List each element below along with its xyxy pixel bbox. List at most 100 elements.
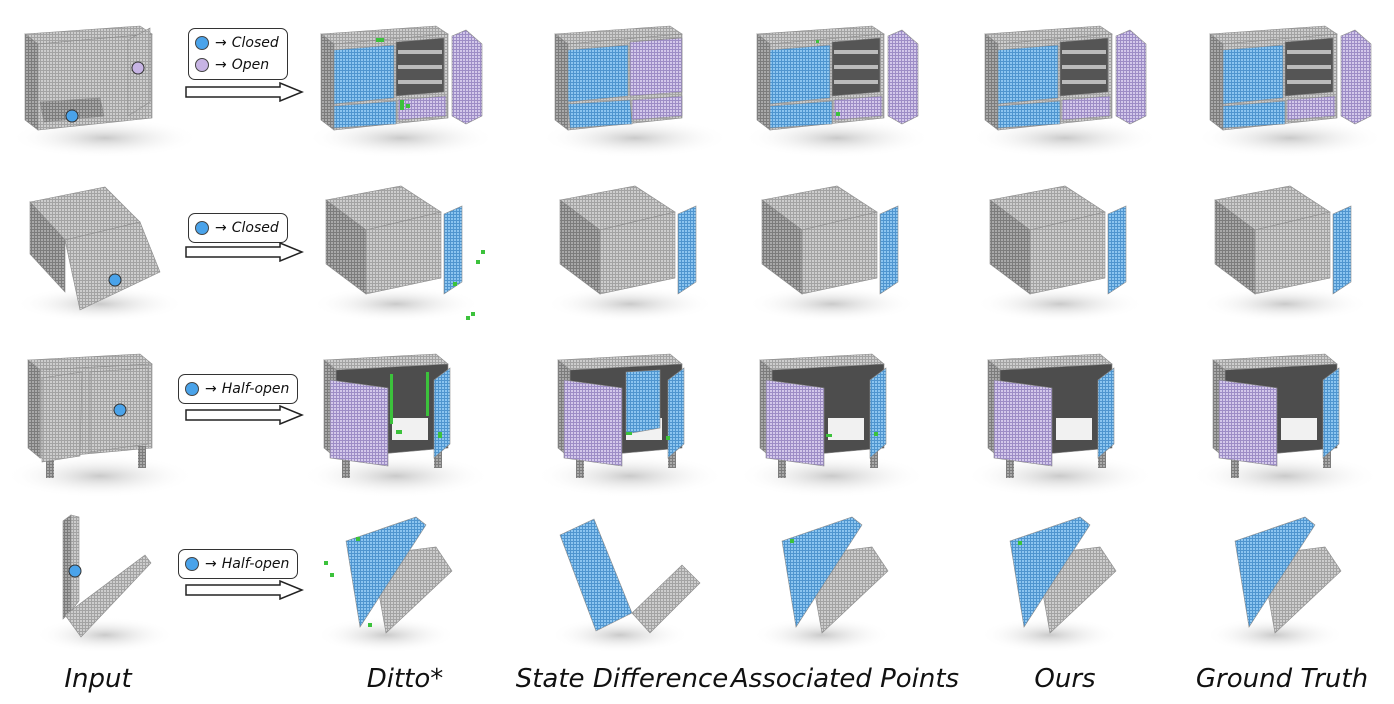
two-door-cabinet-render: [1190, 353, 1380, 498]
gap: [1281, 418, 1317, 440]
leg: [668, 446, 676, 468]
purple-drawer: [833, 95, 883, 121]
error-point: [368, 623, 372, 627]
cabinet-render: [1195, 25, 1385, 158]
instruction-label: Half-open: [221, 556, 290, 572]
error-point: [438, 432, 442, 438]
lid-blue: [1107, 205, 1127, 295]
leg: [1323, 446, 1331, 468]
box-render: [747, 185, 917, 322]
shadow: [980, 617, 1120, 653]
blue-marker-icon: [185, 382, 199, 396]
cabinet-render: [970, 25, 1160, 158]
shelf: [1287, 65, 1331, 69]
lid-blue: [879, 205, 899, 295]
blue-panel: [567, 44, 629, 103]
base: [64, 554, 152, 638]
gap: [392, 418, 428, 440]
blue-panel: [333, 44, 395, 105]
arrow-icon: →: [215, 220, 227, 236]
screen-blue: [1234, 516, 1316, 628]
shelf: [398, 50, 442, 54]
hollow-arrow-icon: [185, 405, 304, 425]
blue-panel: [997, 44, 1059, 105]
right-door: [869, 367, 887, 459]
drawer-panel: [769, 100, 833, 129]
lid-blue: [1332, 205, 1352, 295]
arrow-icon: →: [215, 35, 227, 51]
leg: [1098, 446, 1106, 468]
instruction-box-row2: → Closed: [188, 213, 288, 243]
box-front: [1254, 211, 1331, 295]
shadow: [5, 454, 195, 498]
error-point: [453, 282, 457, 286]
shadow: [35, 617, 175, 653]
shadow: [752, 617, 892, 653]
gap: [828, 418, 864, 440]
box-side: [29, 201, 66, 293]
error-point: [426, 372, 429, 416]
laptop-render: [980, 516, 1120, 653]
shadow: [316, 617, 456, 653]
leg: [434, 446, 442, 468]
right-door: [1097, 367, 1115, 459]
right-door: [433, 367, 451, 459]
leg: [138, 446, 146, 468]
hollow-arrow-icon: [185, 242, 304, 262]
laptop-render: [316, 516, 456, 653]
box-render: [15, 186, 185, 322]
drawer-panel: [1222, 100, 1286, 129]
error-point: [396, 430, 402, 434]
right-door: [1322, 367, 1340, 459]
shelf: [1062, 50, 1106, 54]
cabinet-render: [540, 25, 730, 158]
two-door-cabinet-render: [535, 353, 725, 498]
door-open: [1340, 29, 1372, 125]
shadow: [550, 617, 690, 653]
instruction-item: → Half-open: [185, 378, 289, 400]
arrow-icon: →: [215, 57, 227, 73]
blue-panel: [769, 44, 831, 105]
caption-state-difference: State Difference: [515, 664, 729, 694]
hollow-arrow-icon: [185, 82, 304, 102]
hollow-arrow-icon: [185, 580, 304, 600]
laptop-render: [35, 514, 175, 653]
instruction-item: → Closed: [195, 32, 279, 54]
instruction-label: Open: [231, 57, 270, 73]
two-door-cabinet-render: [5, 353, 195, 498]
blue-marker-icon: [185, 557, 199, 571]
door-open: [887, 29, 919, 125]
shelf: [834, 80, 878, 84]
box-front: [801, 211, 878, 295]
marker-icon: [68, 564, 82, 578]
screen-edge: [62, 514, 72, 620]
lid-open: [64, 221, 161, 311]
error-point: [481, 250, 485, 254]
shadow: [737, 454, 927, 498]
cabinet-side: [24, 33, 39, 131]
caption-input: Input: [64, 664, 132, 694]
error-point: [626, 432, 632, 435]
shadow: [311, 286, 481, 322]
shelf: [1062, 80, 1106, 84]
leg: [576, 456, 584, 478]
shelf: [1062, 65, 1106, 69]
cabinet-side: [1209, 33, 1224, 131]
cabinet-side: [554, 33, 569, 131]
error-point: [816, 40, 819, 43]
error-point: [466, 316, 470, 320]
error-point: [836, 112, 840, 116]
shadow: [975, 286, 1145, 322]
shelf: [834, 65, 878, 69]
instruction-item: → Half-open: [185, 553, 289, 575]
error-point: [826, 434, 832, 437]
two-door-cabinet-render: [965, 353, 1155, 498]
purple-panel: [629, 37, 683, 97]
error-point: [376, 38, 384, 42]
error-point: [874, 432, 878, 436]
box-render: [975, 185, 1145, 322]
shadow: [545, 286, 715, 322]
instruction-box-row4: → Half-open: [178, 549, 299, 579]
error-point: [330, 573, 334, 577]
